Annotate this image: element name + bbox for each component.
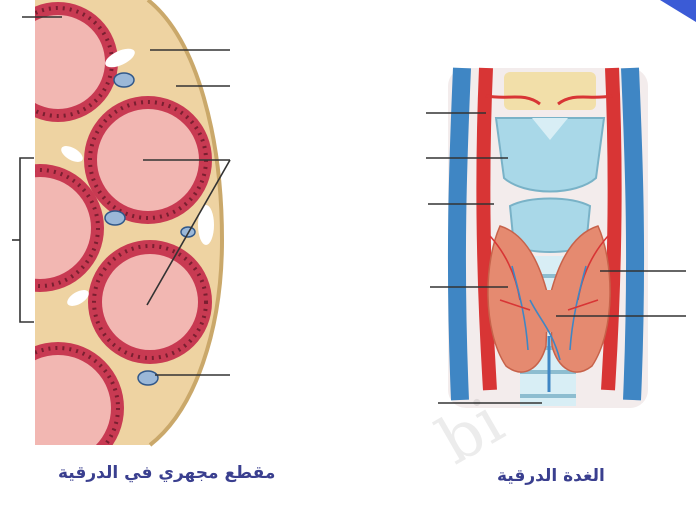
follicle	[0, 2, 118, 122]
jugular-vein	[457, 68, 462, 400]
carotid-artery	[483, 68, 490, 390]
thyroid-gland-illustration	[448, 68, 648, 408]
histology-section	[0, 0, 230, 474]
label-bracket	[20, 158, 34, 322]
follicle	[88, 240, 212, 364]
carotid-artery	[608, 68, 615, 390]
jugular-vein	[630, 68, 635, 400]
parafollicular-cell	[114, 73, 134, 87]
parafollicular-cell	[105, 211, 125, 225]
caption-histology: مقطع مجهري في الدرقية	[58, 463, 275, 483]
parafollicular-cell	[138, 371, 158, 385]
corner-accent	[660, 0, 696, 22]
caption-thyroid-gland: الغدة الدرقية	[497, 466, 605, 486]
hyoid-region	[504, 72, 596, 110]
